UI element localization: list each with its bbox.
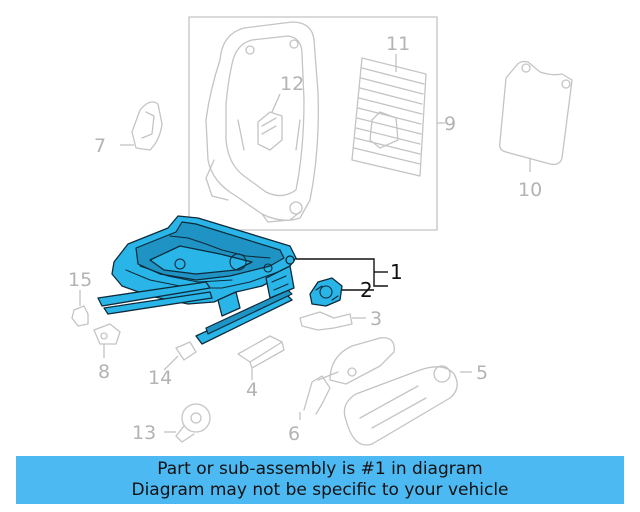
banner-line-1: Part or sub-assembly is #1 in diagram (157, 459, 483, 479)
callout-3: 3 (370, 308, 382, 330)
switch-knob-13 (164, 403, 211, 443)
info-banner: Part or sub-assembly is #1 in diagram Di… (16, 456, 624, 504)
callout-2: 2 (360, 278, 373, 302)
callout-12: 12 (280, 73, 304, 95)
parts-diagram: 1 2 3 4 5 6 7 8 9 10 11 12 13 14 15 (68, 16, 573, 446)
callout-15: 15 (68, 269, 92, 291)
seat-cushion-frame (97, 215, 297, 345)
callout-13: 13 (132, 422, 156, 444)
callout-4: 4 (246, 379, 258, 401)
trim-cover-4 (237, 335, 285, 380)
banner-line-2: Diagram may not be specific to your vehi… (131, 480, 509, 500)
lumbar-motor (257, 93, 283, 151)
callout-5: 5 (476, 362, 488, 384)
callout-14: 14 (148, 367, 172, 389)
side-shield-5 (329, 337, 472, 446)
callout-11: 11 (386, 33, 410, 55)
callout-leaders-1-2 (296, 258, 388, 291)
seatback-panel (498, 60, 573, 172)
adjuster-link-6 (299, 371, 339, 420)
callout-1: 1 (390, 260, 403, 284)
callout-6: 6 (288, 423, 300, 445)
callout-10: 10 (518, 179, 542, 201)
side-bracket (120, 101, 163, 151)
connector-14 (163, 341, 197, 371)
lumbar-support (351, 54, 427, 177)
callout-8: 8 (98, 361, 110, 383)
clip-8 (93, 323, 121, 358)
seat-motor-2 (309, 277, 343, 307)
callout-9: 9 (444, 113, 456, 135)
seatback-group-frame (188, 16, 445, 231)
callout-7: 7 (94, 135, 106, 157)
bracket-3 (299, 311, 366, 331)
small-bracket-15 (71, 290, 89, 327)
seatback-frame (205, 21, 319, 223)
